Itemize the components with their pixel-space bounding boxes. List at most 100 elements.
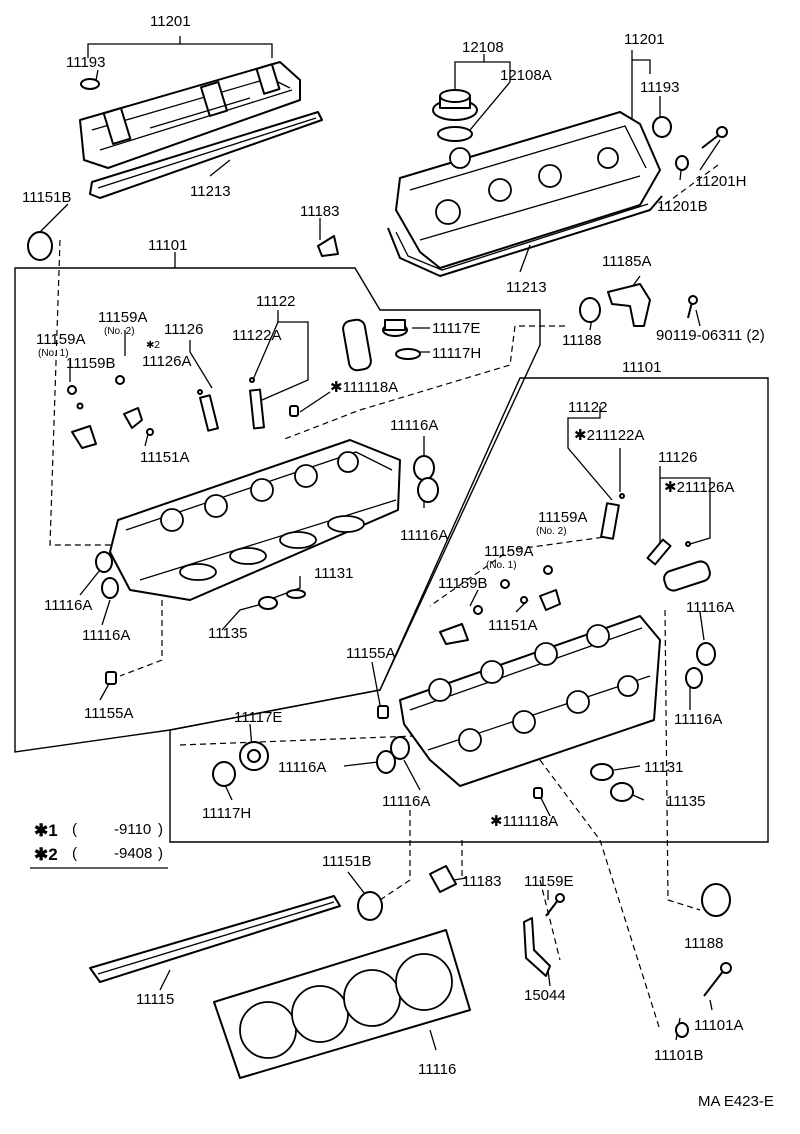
camshaft-bolt-11101A	[703, 962, 732, 997]
legend-mark-1: ✱1	[34, 821, 58, 840]
label-11122A-left: 11122A	[232, 327, 282, 344]
label-11159B-right: 11159B	[438, 575, 488, 592]
label-11135-left: 11135	[208, 625, 248, 642]
bracket-11185A	[607, 283, 651, 327]
label-11151A-left: 11151A	[140, 449, 190, 466]
label-11116A-g: 11116A	[278, 759, 326, 776]
label-11117H-top: 11117H	[432, 345, 481, 362]
label-11118A-bottom: ✱111118A	[490, 813, 558, 830]
label-11117E-top: 11117E	[432, 320, 480, 337]
label-11159A-no1-right: 11159A	[484, 543, 534, 560]
label-11116A-a: 11116A	[390, 417, 438, 434]
rocker-parts-right	[439, 565, 561, 645]
sleeve-tube-right	[663, 560, 711, 592]
label-90119: 90119-06311 (2)	[656, 327, 765, 344]
cylinder-head-cover-right	[395, 111, 661, 269]
plug-11117E-top	[382, 319, 408, 337]
cover-gasket-left	[89, 111, 323, 199]
cover-bolt	[701, 126, 728, 149]
label-11155A-left: 11155A	[84, 705, 134, 722]
valve-guides-right	[600, 493, 691, 566]
label-11126-left: 11126	[164, 321, 204, 338]
stud-11118A-top	[289, 405, 299, 417]
label-11101B: 11101B	[654, 1047, 704, 1064]
label-11151B-bottom: 11151B	[322, 853, 372, 870]
legend-mark-2: ✱2	[34, 845, 58, 864]
label-11101A: 11101A	[694, 1017, 744, 1034]
plug-11155A-left	[105, 671, 117, 685]
part-labels: 11201 11193 11213 12108 12108A 11201 111…	[22, 13, 774, 1110]
cam-seal-11151B-top	[27, 231, 53, 261]
legend-paren-open-2: (	[72, 845, 77, 862]
seal-11131-left	[286, 589, 306, 599]
label-11116A-b: 11116A	[400, 527, 448, 544]
label-11126-right: 11126	[658, 449, 698, 466]
label-11116A-h: 11116A	[382, 793, 430, 810]
washer-11101B	[675, 1022, 689, 1038]
cylinder-head-cover-left	[79, 61, 301, 169]
label-11122-right: 11122	[568, 399, 608, 416]
label-11117H-bottom: 11117H	[202, 805, 251, 822]
sleeve-tube-left	[342, 318, 372, 372]
plug-11155A-mid	[377, 705, 389, 719]
label-11151B-top: 11151B	[22, 189, 72, 206]
gasket-11117H-bottom	[212, 761, 236, 787]
right-head-group-box	[169, 377, 769, 843]
cover-gasket-right	[387, 195, 663, 277]
plug-11183-top	[317, 235, 339, 257]
label-11131-right: 11131	[644, 759, 684, 776]
seal-11135-left	[258, 596, 278, 610]
label-11183-top: 11183	[300, 203, 340, 220]
legend: ✱1 ( -9110 ) ✱2 ( -9408 )	[30, 821, 168, 869]
cam-seal-11151B-bottom	[357, 891, 383, 921]
left-head-group-box	[14, 267, 541, 753]
cam-plug-11188-top	[579, 297, 601, 323]
label-11185A: 11185A	[602, 253, 652, 270]
label-11116A-e: 11116A	[686, 599, 734, 616]
bolt-11159E	[545, 893, 565, 917]
label-11188-top: 11188	[562, 332, 602, 349]
cylinder-head-left	[109, 439, 401, 601]
grommet-left	[80, 78, 100, 90]
label-211126A: ✱211126A	[664, 479, 734, 496]
head-gasket-11116	[213, 929, 471, 1079]
legend-range-1: -9110	[114, 821, 151, 838]
seal-11131-right	[590, 763, 614, 781]
valve-guides-left	[197, 377, 265, 432]
legend-paren-close-1: )	[158, 821, 163, 838]
label-11151A-right: 11151A	[488, 617, 538, 634]
label-11101-right: 11101	[622, 359, 662, 376]
label-11116: 11116	[418, 1061, 456, 1078]
stud-11118A-bottom	[533, 787, 543, 799]
cam-plug-11188-bottom	[701, 883, 731, 917]
reference-code: MA E423-E	[698, 1093, 774, 1110]
gasket-11117H-top	[395, 348, 421, 360]
label-11118A-top: ✱111118A	[330, 379, 398, 396]
sublabel-no1-right: (No. 1)	[486, 560, 517, 571]
label-11159A-no1: 11159A	[36, 331, 86, 348]
label-11159A-no2: 11159A	[98, 309, 148, 326]
label-11135-right: 11135	[666, 793, 706, 810]
label-11201H: 11201H	[695, 173, 746, 190]
grommet-right	[652, 116, 672, 138]
label-11213-right: 11213	[506, 279, 547, 296]
cam-seals-mid	[376, 736, 410, 774]
label-11213-top: 11213	[190, 183, 231, 200]
manifold-gasket-11115	[89, 895, 341, 983]
label-11101-left: 11101	[148, 237, 188, 254]
label-11126A-left: 11126A	[142, 353, 192, 370]
legend-paren-close-2: )	[158, 845, 163, 862]
label-11116A-f: 11116A	[674, 711, 722, 728]
cam-seals-left	[95, 455, 439, 599]
label-11131-left: 11131	[314, 565, 354, 582]
bolt-seal-washer	[675, 155, 689, 171]
label-11155A-mid: 11155A	[346, 645, 396, 662]
sublabel-no2: (No. 2)	[104, 326, 135, 337]
leader-lines	[39, 36, 721, 1051]
label-211122A: ✱211122A	[574, 427, 644, 444]
legend-range-2: -9408	[114, 845, 152, 862]
label-11188-bottom: 11188	[684, 935, 724, 952]
label-11193-top: 11193	[66, 54, 106, 71]
seal-11135-right	[610, 782, 634, 802]
